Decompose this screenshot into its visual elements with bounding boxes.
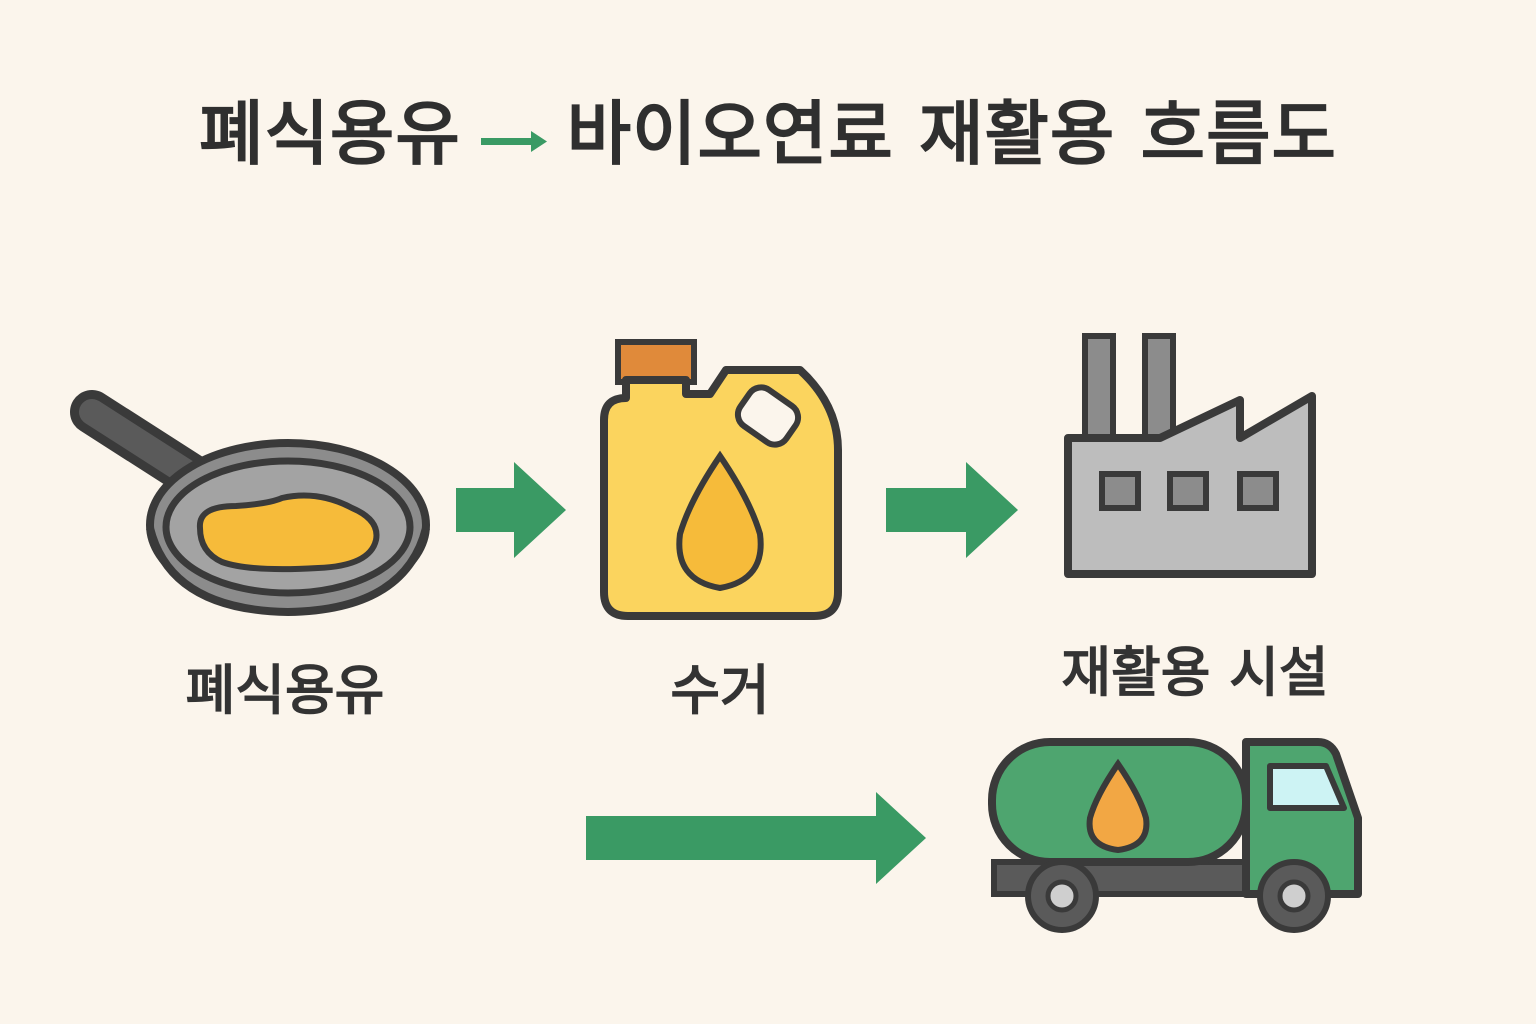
flow-arrow-3 (586, 792, 926, 884)
frying-pan-icon (70, 390, 430, 617)
step-label-waste-oil: 폐식용유 (185, 659, 385, 722)
step-label-collection: 수거 (670, 659, 770, 722)
flow-arrow-1 (456, 462, 566, 558)
title-right: 바이오연료 재활용 흐름도 (566, 93, 1337, 175)
flow-arrow-2 (886, 462, 1018, 558)
title-arrow-icon (479, 88, 549, 170)
title-left: 폐식용유 (199, 93, 461, 175)
step-label-recycling-facility: 재활용 시설 (1061, 641, 1329, 704)
oil-jerrycan-icon (600, 339, 842, 620)
tanker-truck-icon (988, 738, 1362, 933)
factory-icon (1064, 333, 1316, 578)
page-title: 폐식용유 바이오연료 재활용 흐름도 (0, 78, 1536, 179)
